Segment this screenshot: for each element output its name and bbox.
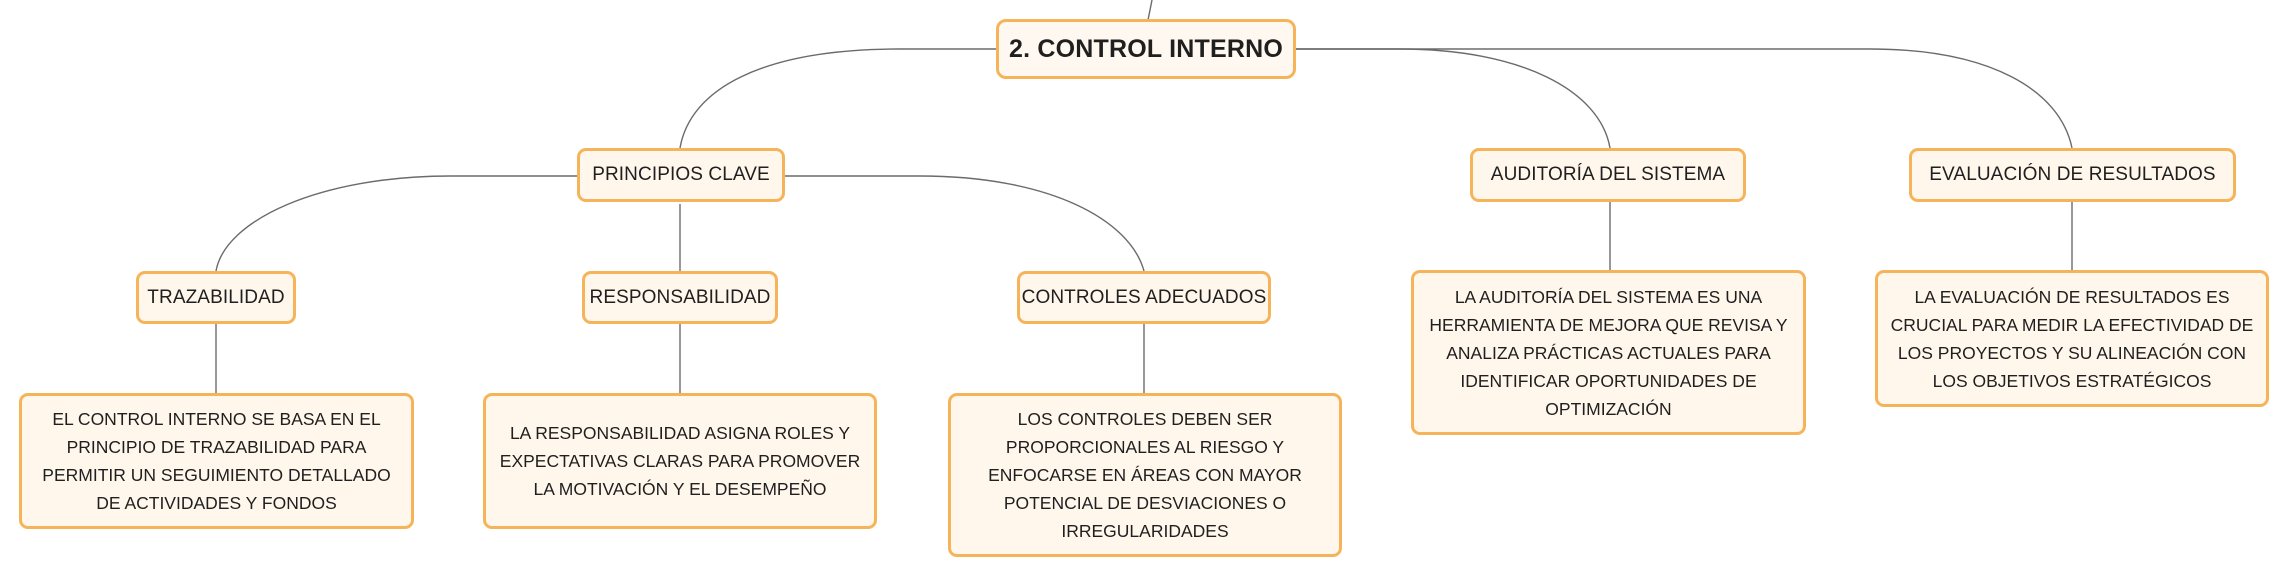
evaluacion-resultados-node[interactable]: EVALUACIÓN DE RESULTADOS <box>1909 148 2236 202</box>
principios-clave-node[interactable]: PRINCIPIOS CLAVE <box>577 148 785 202</box>
trazabilidad-description-text: EL CONTROL INTERNO SE BASA EN EL PRINCIP… <box>42 409 391 513</box>
controles-adecuados-description[interactable]: LOS CONTROLES DEBEN SER PROPORCIONALES A… <box>948 393 1342 557</box>
auditoria-sistema-description[interactable]: LA AUDITORÍA DEL SISTEMA ES UNA HERRAMIE… <box>1411 270 1806 435</box>
auditoria-sistema-label: AUDITORÍA DEL SISTEMA <box>1490 164 1726 185</box>
root-title: 2. CONTROL INTERNO <box>1009 34 1283 63</box>
connector-root-auditoria <box>1296 48 1611 149</box>
connector-principios-trazabilidad <box>215 175 577 272</box>
auditoria-sistema-node[interactable]: AUDITORÍA DEL SISTEMA <box>1470 148 1746 202</box>
connector-root-incoming <box>1147 0 1153 21</box>
connector-root-evaluacion <box>1296 48 2073 149</box>
controles-adecuados-node[interactable]: CONTROLES ADECUADOS <box>1017 271 1271 324</box>
trazabilidad-label: TRAZABILIDAD <box>147 286 285 308</box>
connector-principios-controles <box>785 175 1145 272</box>
responsabilidad-node[interactable]: RESPONSABILIDAD <box>582 271 778 324</box>
trazabilidad-node[interactable]: TRAZABILIDAD <box>136 271 296 324</box>
controles-adecuados-label: CONTROLES ADECUADOS <box>1021 286 1267 308</box>
controles-adecuados-description-text: LOS CONTROLES DEBEN SER PROPORCIONALES A… <box>988 409 1302 541</box>
evaluacion-resultados-description[interactable]: LA EVALUACIÓN DE RESULTADOS ES CRUCIAL P… <box>1875 270 2269 407</box>
responsabilidad-description-text: LA RESPONSABILIDAD ASIGNA ROLES Y EXPECT… <box>499 423 861 499</box>
evaluacion-resultados-label: EVALUACIÓN DE RESULTADOS <box>1929 164 2216 185</box>
connector-root-principios <box>679 48 996 149</box>
evaluacion-resultados-description-text: LA EVALUACIÓN DE RESULTADOS ES CRUCIAL P… <box>1890 286 2254 391</box>
principios-clave-label: PRINCIPIOS CLAVE <box>592 164 770 185</box>
auditoria-sistema-description-text: LA AUDITORÍA DEL SISTEMA ES UNA HERRAMIE… <box>1429 286 1788 419</box>
responsabilidad-label: RESPONSABILIDAD <box>589 286 771 308</box>
trazabilidad-description[interactable]: EL CONTROL INTERNO SE BASA EN EL PRINCIP… <box>19 393 414 529</box>
responsabilidad-description[interactable]: LA RESPONSABILIDAD ASIGNA ROLES Y EXPECT… <box>483 393 877 529</box>
root-node[interactable]: 2. CONTROL INTERNO <box>996 19 1296 79</box>
